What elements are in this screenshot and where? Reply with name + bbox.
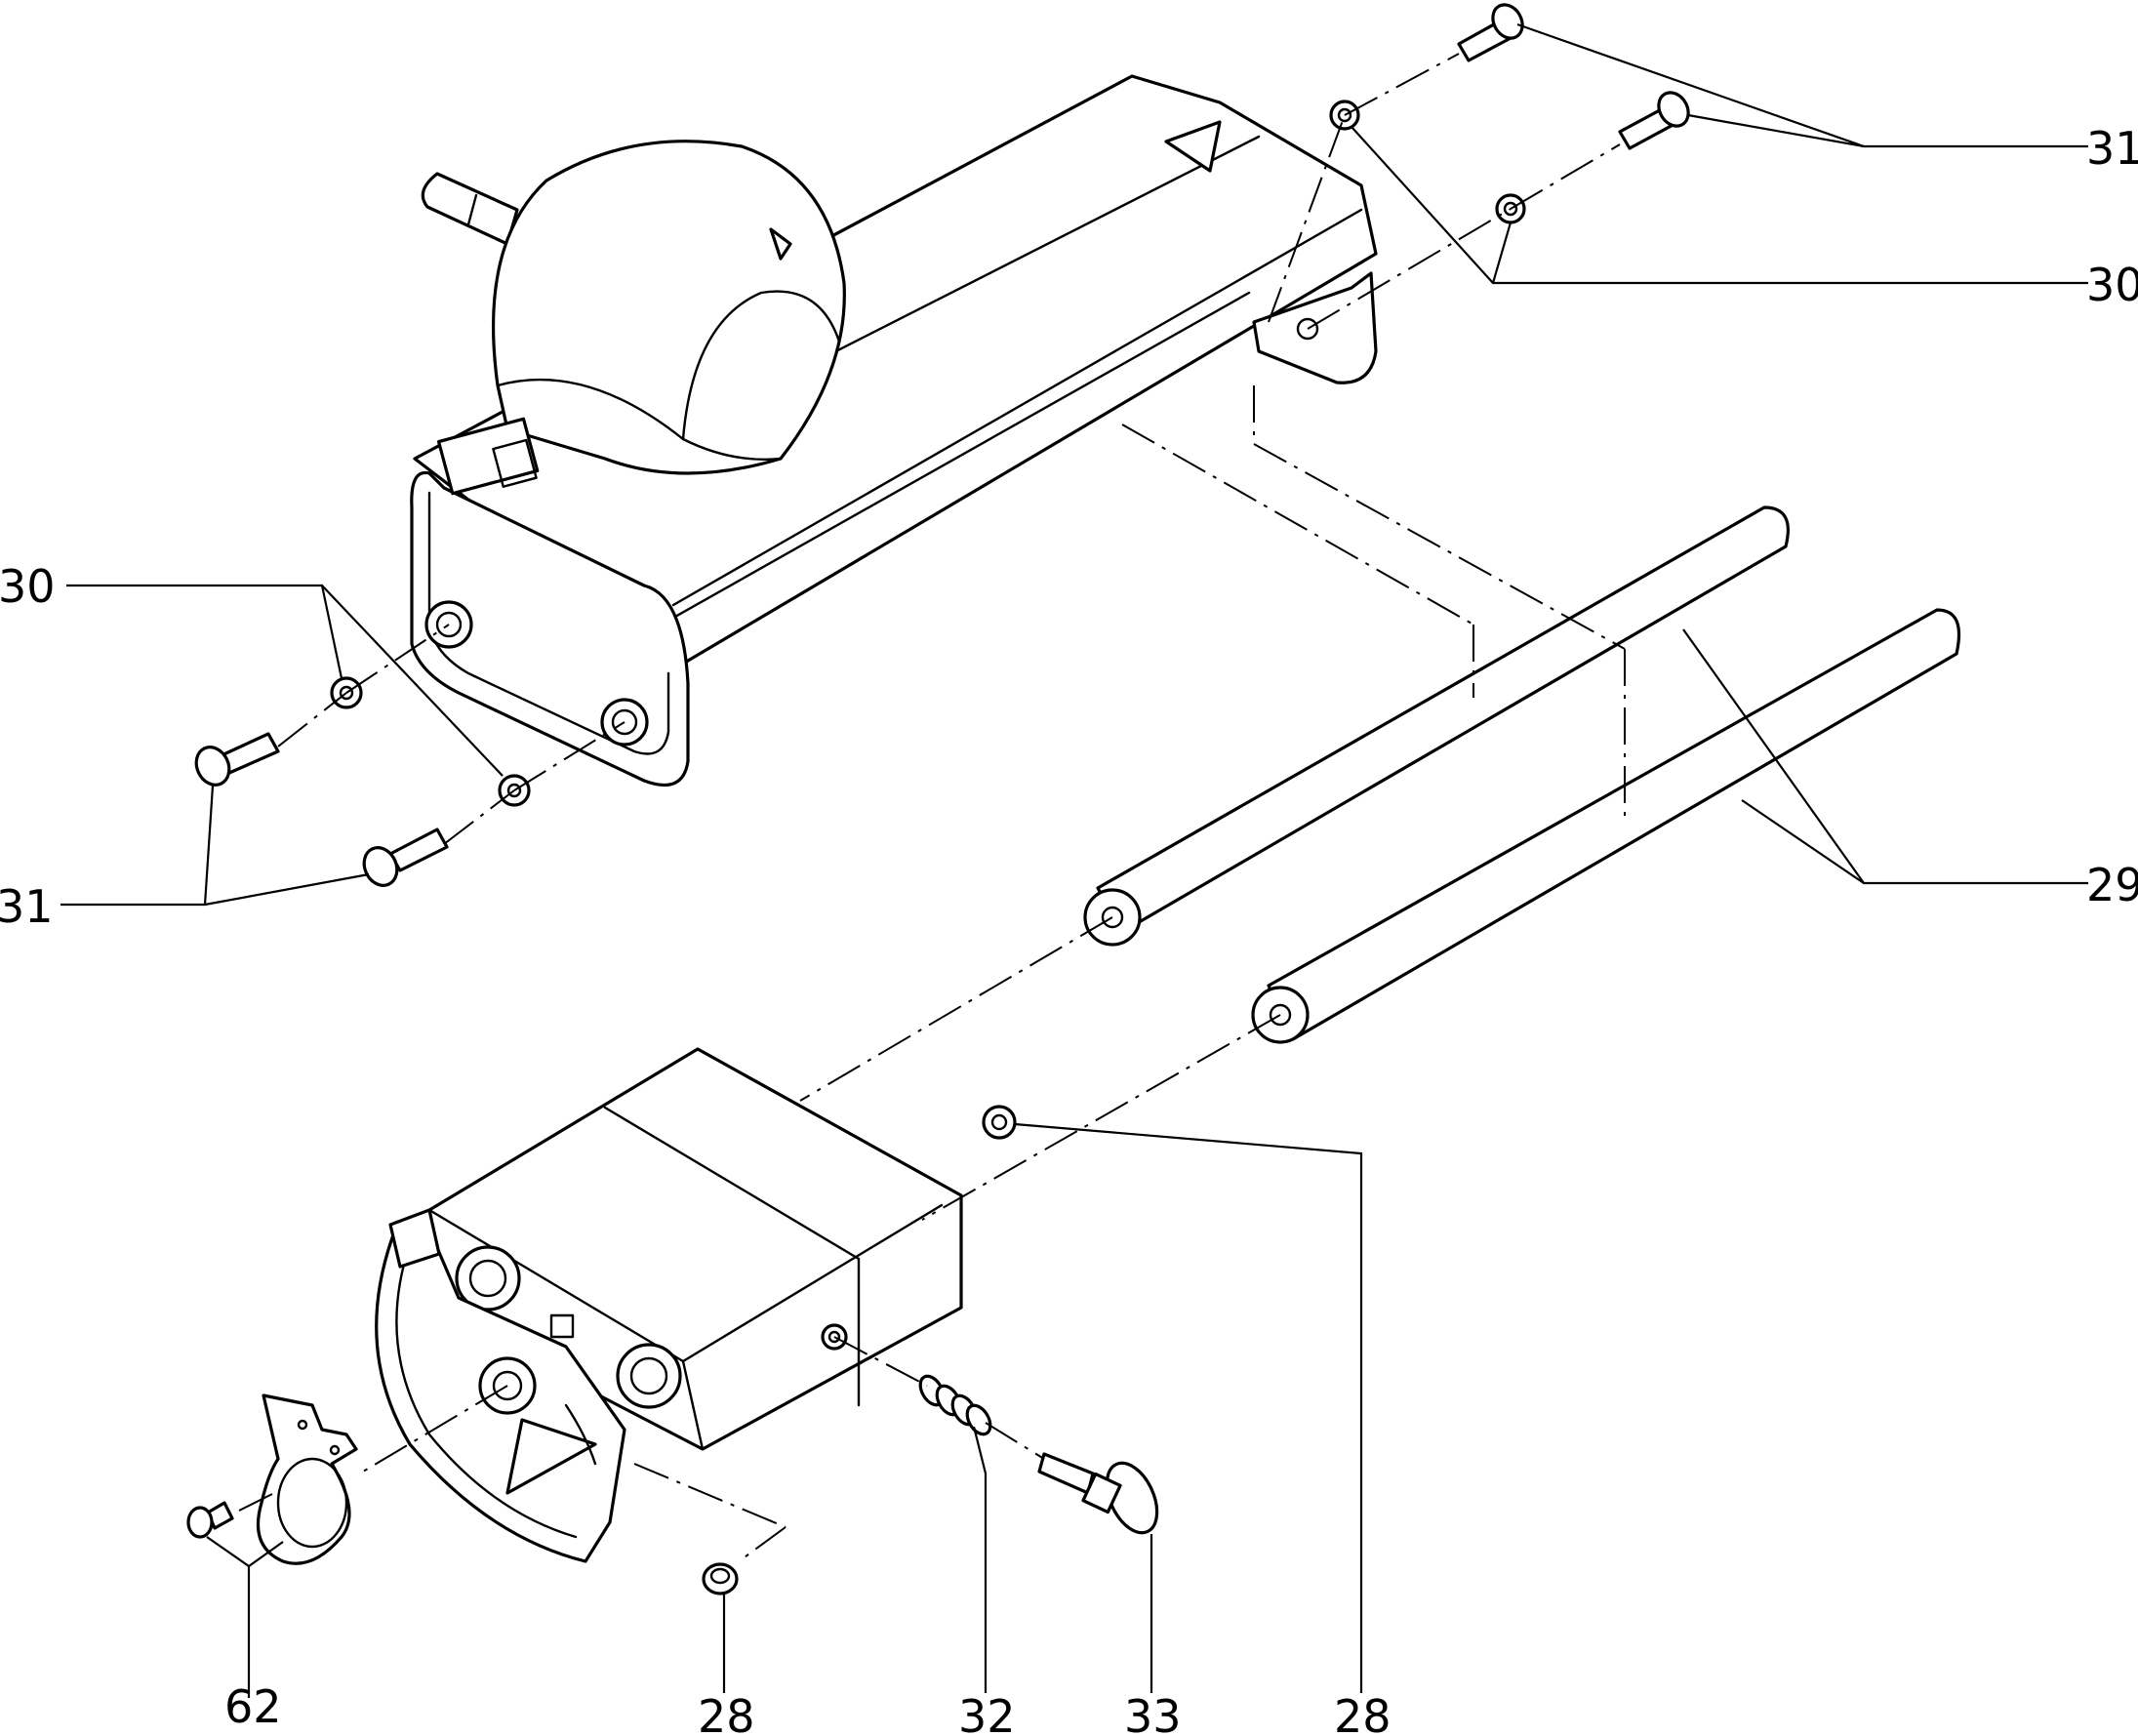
plunger-33 xyxy=(1037,1452,1159,1535)
screws-31-left xyxy=(194,732,449,887)
callout-28-right: 28 xyxy=(1334,1690,1392,1736)
washers-30-top xyxy=(1329,100,1526,224)
callout-29: 29 xyxy=(2086,859,2138,911)
assembly-centerlines xyxy=(238,53,1626,1560)
callout-28-bottom: 28 xyxy=(698,1690,755,1736)
guide-rods xyxy=(1083,505,1961,1044)
spring-32 xyxy=(918,1374,992,1436)
leader-lines xyxy=(61,22,2088,1698)
retaining-ring-62 xyxy=(186,1393,358,1565)
callout-30-top: 30 xyxy=(2086,259,2138,311)
callout-62: 62 xyxy=(224,1680,282,1733)
nut-28-right xyxy=(982,1105,1017,1140)
cap-28-bottom xyxy=(702,1562,739,1595)
lower-housing xyxy=(375,1047,963,1563)
callout-labels: 31 30 30 31 29 62 28 32 33 28 xyxy=(0,122,2138,1736)
callout-31-top: 31 xyxy=(2086,122,2138,175)
callout-32: 32 xyxy=(958,1690,1016,1736)
screws-31-top xyxy=(1457,3,1690,150)
callout-31-left: 31 xyxy=(0,880,54,933)
callout-30-left: 30 xyxy=(0,560,56,613)
callout-33: 33 xyxy=(1124,1690,1182,1736)
upper-housing xyxy=(410,74,1378,787)
